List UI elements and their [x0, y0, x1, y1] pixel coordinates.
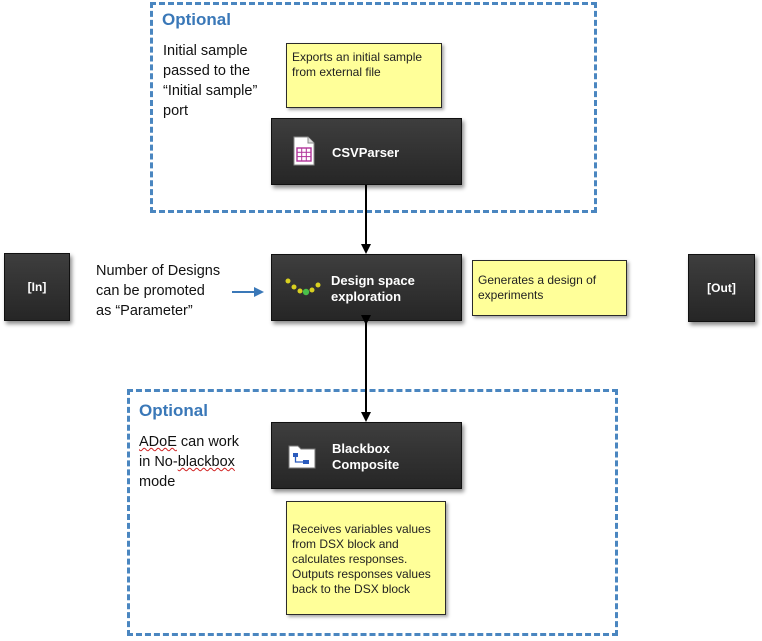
input-port[interactable]: [In] [4, 253, 70, 321]
spreadsheet-icon [292, 136, 316, 170]
adoe-note: ADoE can work in No-blackbox mode [139, 432, 239, 492]
output-port[interactable]: [Out] [688, 254, 755, 322]
initial-sample-note: Initial sample passed to the “Initial sa… [163, 43, 258, 119]
adoe-word: ADoE [139, 434, 177, 450]
blackbox-sticky-note: Receives variables values from DSX block… [286, 501, 446, 615]
blackbox-composite-block[interactable]: Blackbox Composite [271, 422, 462, 489]
csvparser-sticky-note: Exports an initial sample from external … [286, 43, 442, 108]
blackbox-word: blackbox [177, 454, 235, 470]
optional-label-bottom: Optional [139, 401, 208, 420]
optional-label-top: Optional [162, 10, 231, 29]
csvparser-block[interactable]: CSVParser [271, 118, 462, 185]
dsx-sticky-note: Generates a design of experiments [472, 260, 627, 316]
csvparser-title: CSVParser [332, 145, 400, 160]
adoe-note-text-2: mode [139, 474, 176, 490]
folder-diagram-icon [287, 442, 317, 474]
optional-region-top [150, 2, 597, 213]
design-space-exploration-block[interactable]: Design space exploration [271, 254, 462, 321]
blackbox-title: Blackbox Composite [332, 441, 400, 472]
adoe-note-text-1: can work in No- [139, 434, 239, 470]
optional-region-bottom [127, 389, 618, 636]
dsx-title: Design space exploration [331, 273, 415, 304]
parameter-note: Number of Designs can be promoted as “Pa… [96, 263, 221, 319]
dots-curve-icon [284, 277, 324, 303]
